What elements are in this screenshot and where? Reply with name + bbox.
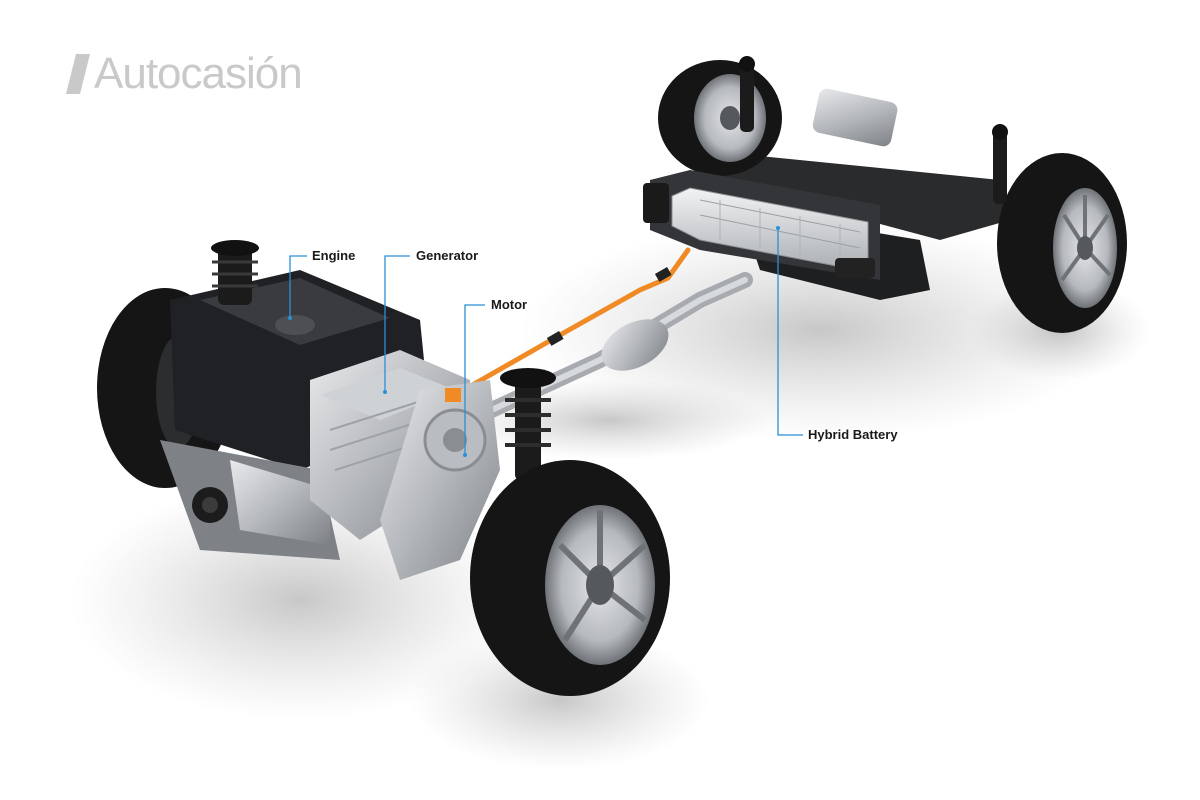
motor-leader-line — [464, 304, 485, 455]
hybrid-battery-leader-line — [777, 228, 803, 436]
hybrid-battery-pack — [643, 170, 880, 280]
engine-leader-line — [289, 255, 307, 318]
callout-lines — [288, 226, 803, 457]
autocasion-logo: Autocasión — [66, 49, 303, 98]
generator-leader-line — [384, 255, 410, 392]
engine-label: Engine — [312, 248, 356, 263]
watermark-text: Autocasión — [94, 49, 303, 98]
motor-label: Motor — [491, 297, 528, 312]
rear-right-wheel — [992, 124, 1127, 333]
motor-housing — [380, 380, 500, 580]
front-right-strut — [500, 368, 556, 480]
logo-slash-icon — [66, 54, 90, 94]
generator-label: Generator — [416, 248, 479, 263]
rear-left-wheel — [658, 56, 782, 176]
hybrid-battery-label: Hybrid Battery — [808, 427, 898, 442]
front-right-wheel — [470, 460, 670, 696]
